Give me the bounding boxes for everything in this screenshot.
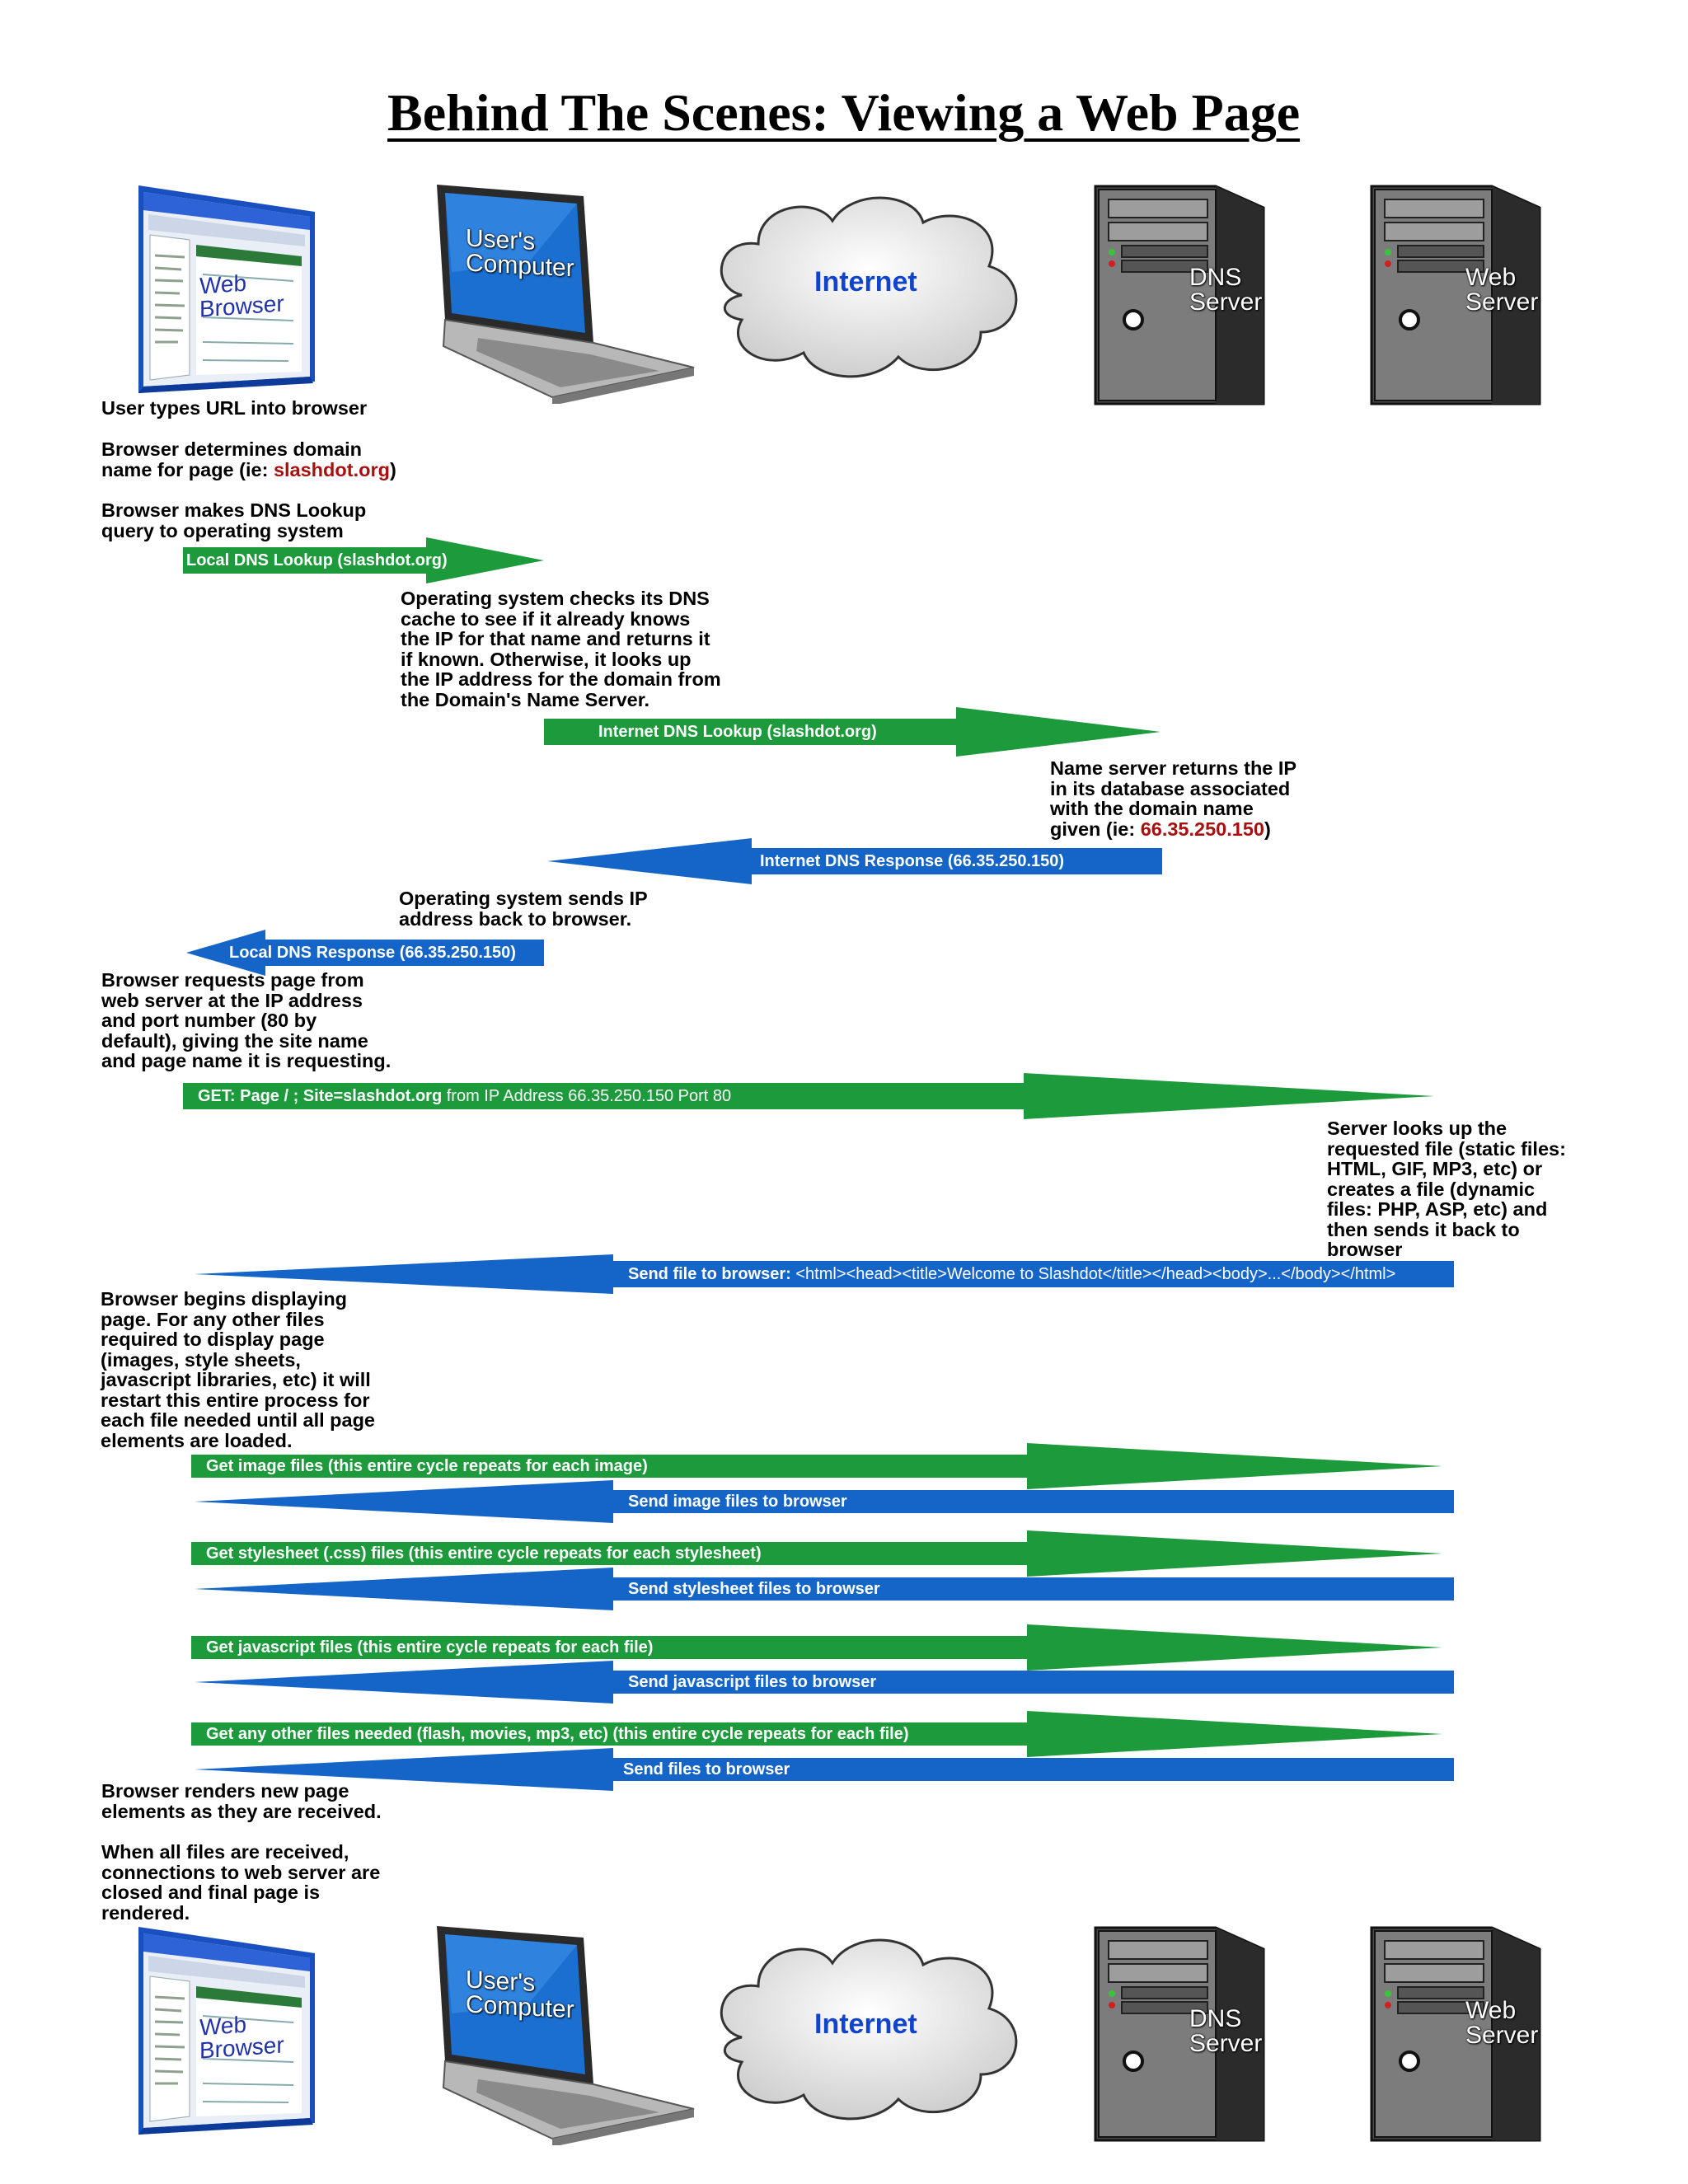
- arrow-local-dns-response: Local DNS Response (66.35.250.150): [186, 930, 546, 976]
- highlight-domain: slashdot.org: [273, 458, 390, 480]
- note-server-looks-up-file: Server looks up the requested file (stat…: [1327, 1118, 1566, 1260]
- arrow-send-other-files: Send files to browser: [195, 1748, 1454, 1791]
- note-name-server-returns: Name server returns the IP in its databa…: [1050, 758, 1296, 839]
- arrow-label: Get image files (this entire cycle repea…: [206, 1457, 648, 1475]
- computer-label: User's Computer: [466, 224, 574, 283]
- page-title: Behind The Scenes: Viewing a Web Page: [387, 83, 1301, 142]
- arrow-label: Get any other files needed (flash, movie…: [206, 1725, 909, 1743]
- web-browser-icon: Web Browser: [132, 1919, 330, 2141]
- web-browser-icon: Web Browser: [132, 177, 330, 400]
- arrow-send-javascript-files: Send javascript files to browser: [195, 1661, 1454, 1704]
- web-server-icon: Web Server: [1368, 1924, 1543, 2147]
- arrow-get-stylesheet-files: Get stylesheet (.css) files (this entire…: [191, 1530, 1444, 1577]
- get-request: GET: Page / ; Site=slashdot.org: [198, 1087, 443, 1105]
- arrow-label: Send javascript files to browser: [628, 1673, 877, 1691]
- arrow-label: GET: Page / ; Site=slashdot.org from IP …: [198, 1083, 731, 1109]
- arrow-local-dns-lookup: Local DNS Lookup (slashdot.org): [183, 537, 546, 583]
- note-text: Browser determines domain name for page …: [101, 438, 363, 480]
- arrow-label: Send image files to browser: [628, 1493, 847, 1511]
- internet-label: Internet: [814, 2008, 917, 2040]
- dns-server-icon: DNS Server: [1092, 1924, 1267, 2147]
- note-browser-requests-page: Browser requests page from web server at…: [101, 969, 392, 1071]
- arrow-internet-dns-response: Internet DNS Response (66.35.250.150): [547, 838, 1162, 884]
- note-text: ): [389, 458, 396, 480]
- arrow-label: Internet DNS Response (66.35.250.150): [760, 852, 1065, 870]
- dns-server-label: DNS Server: [1189, 2005, 1263, 2057]
- note-browser-renders: Browser renders new page elements as the…: [101, 1780, 382, 1822]
- note-browser-displays-page: Browser begins displaying page. For any …: [101, 1288, 376, 1451]
- note-dns-lookup-query: Browser makes DNS Lookup query to operat…: [101, 499, 367, 541]
- arrow-label: Local DNS Response (66.35.250.150): [229, 944, 516, 962]
- arrow-label: Local DNS Lookup (slashdot.org): [186, 551, 448, 569]
- arrow-label: Internet DNS Lookup (slashdot.org): [598, 723, 877, 741]
- computer-label: User's Computer: [466, 1966, 574, 2024]
- arrow-send-image-files: Send image files to browser: [195, 1480, 1454, 1523]
- note-os-sends-ip: Operating system sends IP address back t…: [399, 888, 648, 930]
- arrow-send-file: Send file to browser: <html><head><title…: [195, 1254, 1454, 1294]
- arrow-get-page: GET: Page / ; Site=slashdot.org from IP …: [183, 1073, 1436, 1119]
- web-server-icon: Web Server: [1368, 183, 1543, 405]
- send-file-html: <html><head><title>Welcome to Slashdot</…: [790, 1265, 1396, 1283]
- arrow-send-stylesheet-files: Send stylesheet files to browser: [195, 1568, 1454, 1610]
- note-browser-determines-domain: Browser determines domain name for page …: [101, 439, 396, 480]
- note-final-page-rendered: When all files are received, connections…: [101, 1841, 381, 1924]
- note-os-checks-cache: Operating system checks its DNS cache to…: [401, 588, 721, 710]
- arrow-internet-dns-lookup: Internet DNS Lookup (slashdot.org): [544, 707, 1162, 757]
- browser-label: Web Browser: [199, 2011, 284, 2064]
- send-file-label: Send file to browser:: [628, 1265, 791, 1283]
- arrow-label: Get javascript files (this entire cycle …: [206, 1638, 654, 1657]
- web-server-label: Web Server: [1465, 1997, 1539, 2049]
- dns-server-label: DNS Server: [1189, 264, 1263, 316]
- cloud-icon: Internet: [709, 1930, 1030, 2128]
- arrow-label: Send files to browser: [623, 1760, 790, 1779]
- web-server-label: Web Server: [1465, 264, 1539, 316]
- arrow-label: Get stylesheet (.css) files (this entire…: [206, 1544, 762, 1563]
- note-text: Name server returns the IP in its databa…: [1050, 757, 1297, 840]
- arrow-get-image-files: Get image files (this entire cycle repea…: [191, 1443, 1444, 1489]
- browser-label: Web Browser: [199, 269, 284, 322]
- arrow-get-javascript-files: Get javascript files (this entire cycle …: [191, 1624, 1444, 1671]
- laptop-icon: User's Computer: [429, 1923, 701, 2147]
- note-text: ): [1264, 818, 1271, 840]
- laptop-icon: User's Computer: [429, 181, 701, 405]
- get-request-ip: from IP Address 66.35.250.150 Port 80: [442, 1087, 732, 1105]
- highlight-ip: 66.35.250.150: [1140, 818, 1264, 840]
- arrow-label: Send stylesheet files to browser: [628, 1580, 880, 1598]
- note-user-types-url: User types URL into browser: [101, 397, 368, 419]
- arrow-get-other-files: Get any other files needed (flash, movie…: [191, 1711, 1444, 1757]
- arrow-label: Send file to browser: <html><head><title…: [628, 1261, 1395, 1287]
- cloud-icon: Internet: [709, 188, 1030, 386]
- dns-server-icon: DNS Server: [1092, 183, 1267, 405]
- internet-label: Internet: [814, 266, 917, 298]
